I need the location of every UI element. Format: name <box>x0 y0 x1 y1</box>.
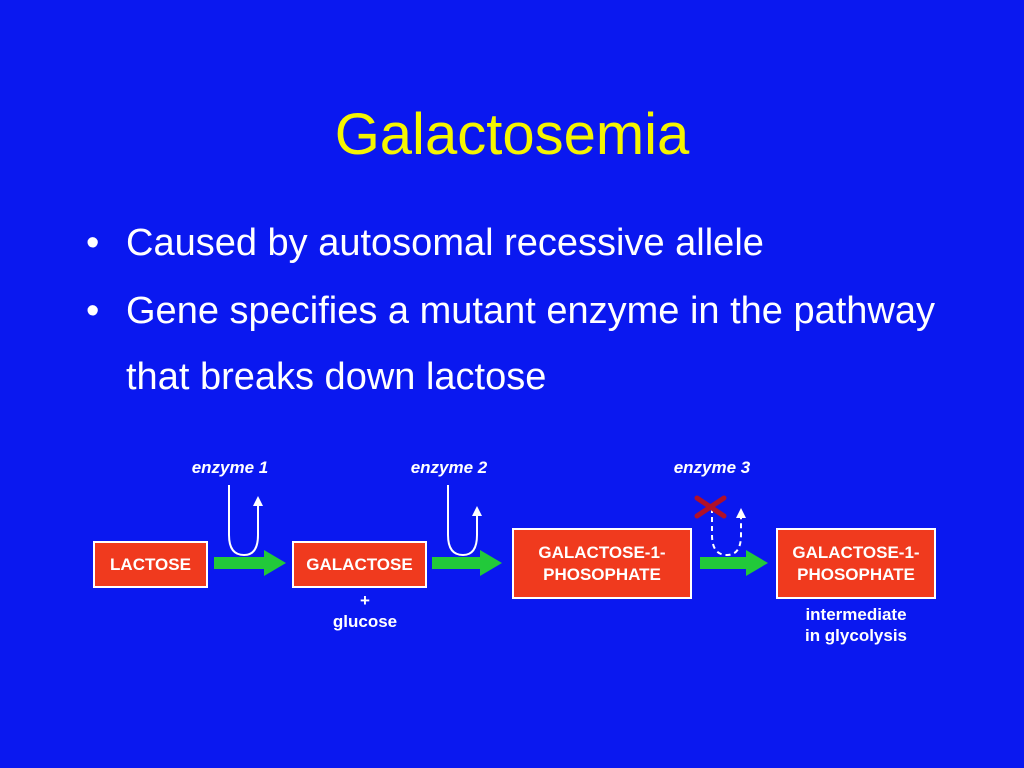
enzyme-1-hook <box>228 485 259 557</box>
bullet-marker: • <box>86 222 100 264</box>
bullet-item: • Gene specifies a mutant enzyme in the … <box>86 278 966 410</box>
reaction-arrow-3 <box>700 550 768 576</box>
pathway-arrows <box>214 485 768 576</box>
enzyme-2-label: enzyme 2 <box>410 458 488 477</box>
pathway-diagram: enzyme 1 enzyme 2 enzyme 3 LACTOSE GALAC… <box>0 440 1024 670</box>
enzyme-1-hook-arrowhead <box>253 496 263 506</box>
enzyme-1-label: enzyme 1 <box>191 458 269 477</box>
bullet-list: • Caused by autosomal recessive allele •… <box>86 210 966 412</box>
blocked-enzyme-x-mark <box>694 495 727 519</box>
enzyme-3-label: enzyme 3 <box>673 458 751 477</box>
enzyme-3-hook-arrowhead <box>736 508 746 518</box>
galactose-1-phosphate-box: GALACTOSE-1- PHOSOPHATE <box>512 528 692 599</box>
bullet-marker: • <box>86 290 100 332</box>
glycolysis-note-label: intermediate in glycolysis <box>804 605 908 645</box>
enzyme-2-hook-arrowhead <box>472 506 482 516</box>
bullet-text: Gene specifies a mutant enzyme in the pa… <box>126 290 936 398</box>
lactose-box: LACTOSE <box>93 541 208 588</box>
galactose-box: GALACTOSE <box>292 541 427 588</box>
slide-title: Galactosemia <box>334 102 690 167</box>
galactose-1-phosphate-final-box: GALACTOSE-1- PHOSOPHATE <box>776 528 936 599</box>
reaction-arrow-2 <box>432 550 502 576</box>
reaction-arrow-1 <box>214 550 286 576</box>
bullet-item: • Caused by autosomal recessive allele <box>86 210 966 276</box>
enzyme-2-hook <box>447 485 478 557</box>
glucose-byproduct-label: + glucose <box>332 591 398 631</box>
enzyme-3-hook <box>711 508 742 557</box>
bullet-text: Caused by autosomal recessive allele <box>126 222 764 264</box>
